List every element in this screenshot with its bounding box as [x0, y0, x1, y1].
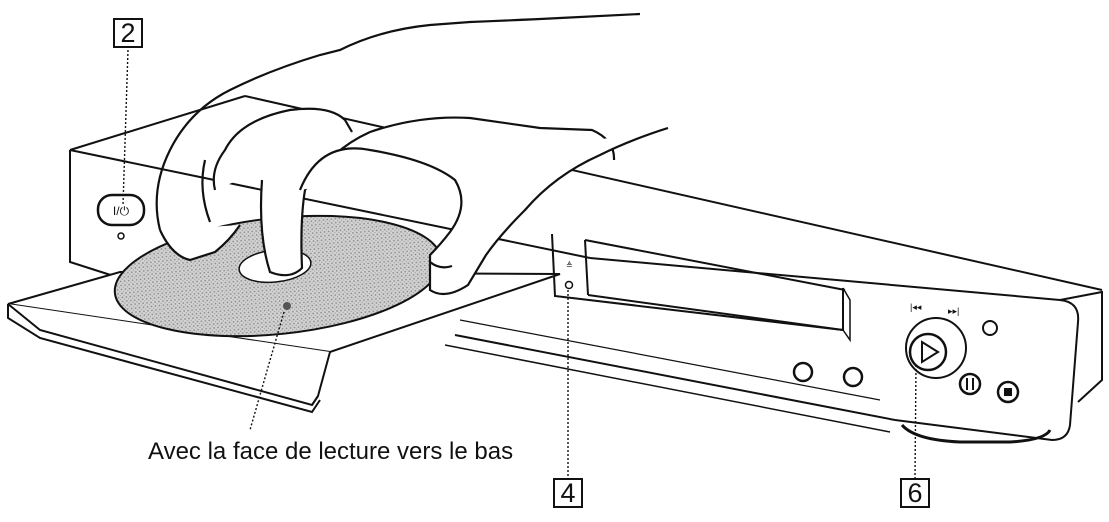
- front-button-left[interactable]: [792, 361, 814, 383]
- power-button[interactable]: I/⏻: [96, 193, 146, 227]
- aux-button[interactable]: [982, 320, 998, 336]
- play-dial[interactable]: [905, 317, 967, 379]
- stop-icon: [1004, 388, 1012, 396]
- play-icon: [921, 340, 940, 364]
- hand-illustration: [155, 12, 669, 296]
- callout-play: 6: [900, 478, 930, 508]
- open-close-button[interactable]: [564, 280, 574, 290]
- dvd-player-body: [69, 95, 1103, 444]
- callout-open-close: 4: [553, 478, 583, 508]
- pause-button[interactable]: [958, 372, 982, 396]
- power-button-label: I/⏻: [113, 204, 130, 218]
- previous-icon: |◂◂: [910, 302, 922, 312]
- pause-icon: [966, 378, 974, 390]
- leader-line-play: [914, 364, 917, 479]
- stop-button[interactable]: [996, 380, 1020, 404]
- disc-orientation-caption: Avec la face de lecture vers le bas: [148, 438, 514, 465]
- standby-indicator: [117, 232, 125, 240]
- front-button-right[interactable]: [842, 366, 864, 388]
- next-icon: ▸▸|: [948, 306, 959, 316]
- leader-line-power: [122, 49, 129, 206]
- eject-icon: ≜: [566, 261, 573, 270]
- callout-power: 2: [113, 18, 143, 48]
- leader-lines: [122, 49, 917, 479]
